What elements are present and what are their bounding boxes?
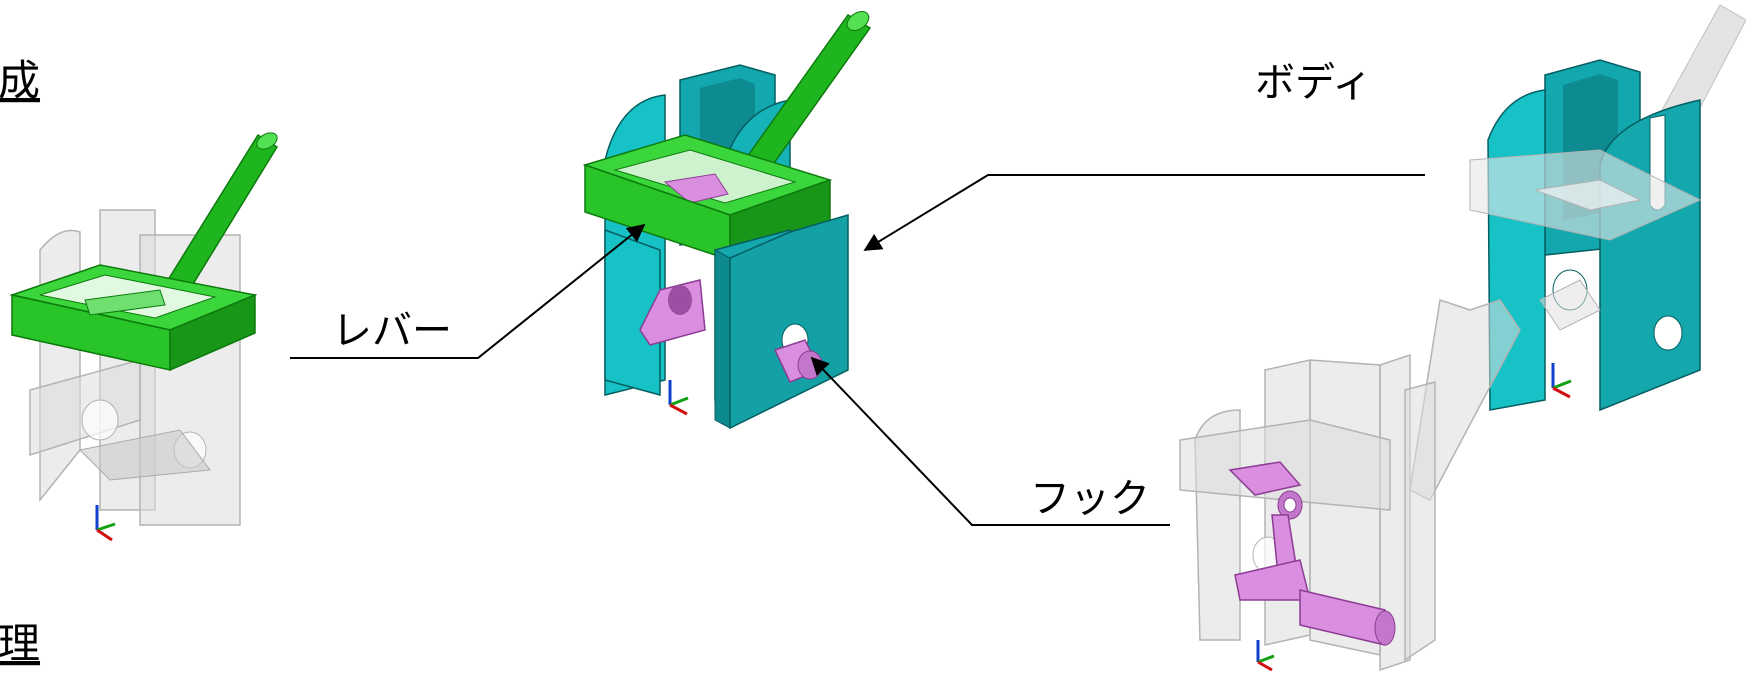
- heading-principle: 原理: [0, 619, 40, 668]
- leader-line-lever: [290, 223, 646, 359]
- lever-assembly-figure: [9, 132, 279, 542]
- leader-line-body: [863, 174, 1425, 251]
- heading-structure: 構成: [0, 56, 40, 105]
- axis-triad-icon: [1256, 640, 1275, 672]
- body-assembly-figure: [1469, 4, 1746, 412]
- label-body: ボディ: [1255, 60, 1372, 106]
- axis-triad-icon: [1551, 363, 1572, 399]
- full-assembly-figure: [582, 10, 872, 430]
- label-lever: レバー: [332, 308, 452, 354]
- hook-assembly-figure: [1179, 299, 1521, 672]
- axis-triad-icon: [95, 505, 116, 542]
- leader-line-hook: [810, 356, 1170, 526]
- label-hook: フック: [1030, 476, 1150, 522]
- axis-triad-icon: [668, 380, 689, 416]
